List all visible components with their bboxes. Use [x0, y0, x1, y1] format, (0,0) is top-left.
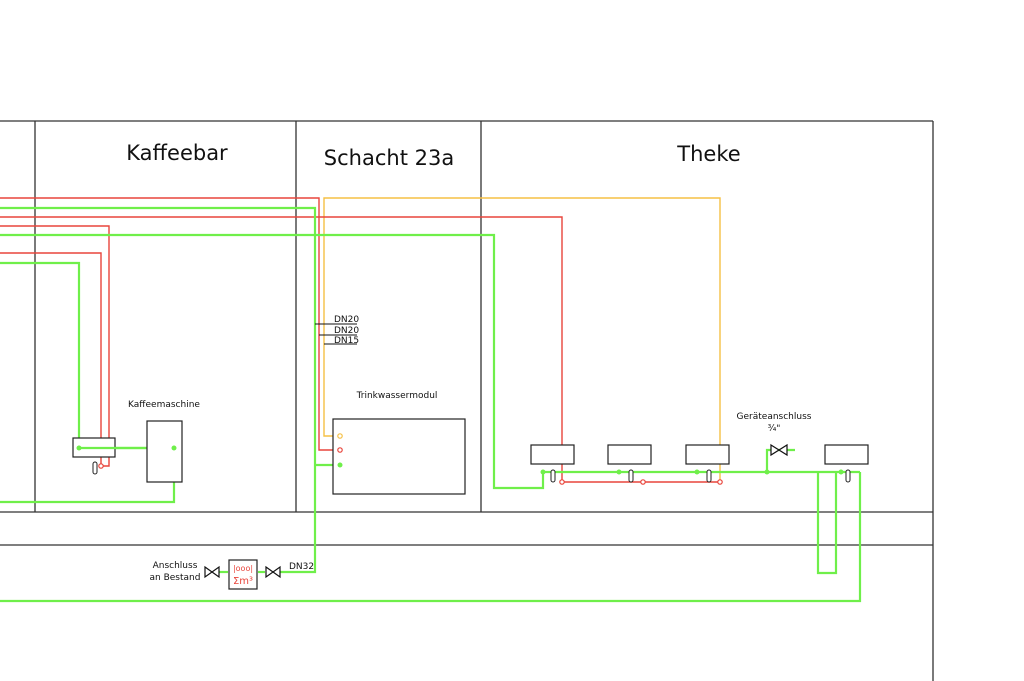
cold-water-return: [0, 472, 862, 603]
dn32-label: DN32: [289, 562, 314, 572]
sink-theke-3: [685, 444, 730, 465]
hot-water-kaffeebar-1: [0, 225, 110, 467]
pipe-size-label: DN20: [334, 315, 359, 325]
trinkwassermodul-label: Trinkwassermodul: [356, 391, 438, 401]
circulation-pipe: [323, 197, 721, 482]
water-meter-dial: |ooo|: [233, 564, 253, 573]
faucet-icon: [628, 469, 634, 483]
pipe-size-labels: DN20 DN20 DN15: [315, 315, 359, 346]
sink-theke-2: [607, 444, 652, 465]
faucet-icon: [845, 469, 851, 483]
water-meter-icon: [228, 559, 258, 590]
pipe-size-label: DN20: [334, 326, 359, 336]
sink-theke-4: [824, 444, 869, 465]
anschluss-label-line1: Anschluss: [153, 561, 198, 571]
hot-water-kaffeebar-2: [0, 252, 102, 466]
water-meter-sum: Σm³: [233, 576, 253, 587]
valve-icon: [265, 565, 281, 579]
pipe-size-label: DN15: [334, 336, 359, 346]
geraeteanschluss-label: Geräteanschluss: [737, 412, 812, 422]
sink-theke-1: [530, 444, 575, 465]
kaffeemaschine-box: [146, 420, 183, 483]
faucet-icon: [706, 469, 712, 483]
valve-icon: [204, 565, 220, 579]
junction-dots: [76, 433, 844, 485]
cold-water-loop: [816, 472, 838, 575]
anschluss-label-line2: an Bestand: [150, 573, 201, 583]
trinkwassermodul-box: [332, 418, 466, 495]
room-title-kaffeebar: Kaffeebar: [126, 141, 228, 165]
kaffeemaschine-label: Kaffeemaschine: [128, 400, 200, 410]
room-title-schacht: Schacht 23a: [324, 146, 454, 170]
cold-water-theke: [0, 233, 860, 490]
room-grid: [0, 120, 934, 681]
valve-icon: [770, 443, 788, 457]
room-title-theke: Theke: [676, 142, 740, 166]
geraeteanschluss-size: ¾": [768, 424, 781, 434]
cold-water-riser: [0, 206, 317, 574]
faucet-icon: [550, 469, 556, 483]
faucet-icon: [92, 461, 98, 475]
